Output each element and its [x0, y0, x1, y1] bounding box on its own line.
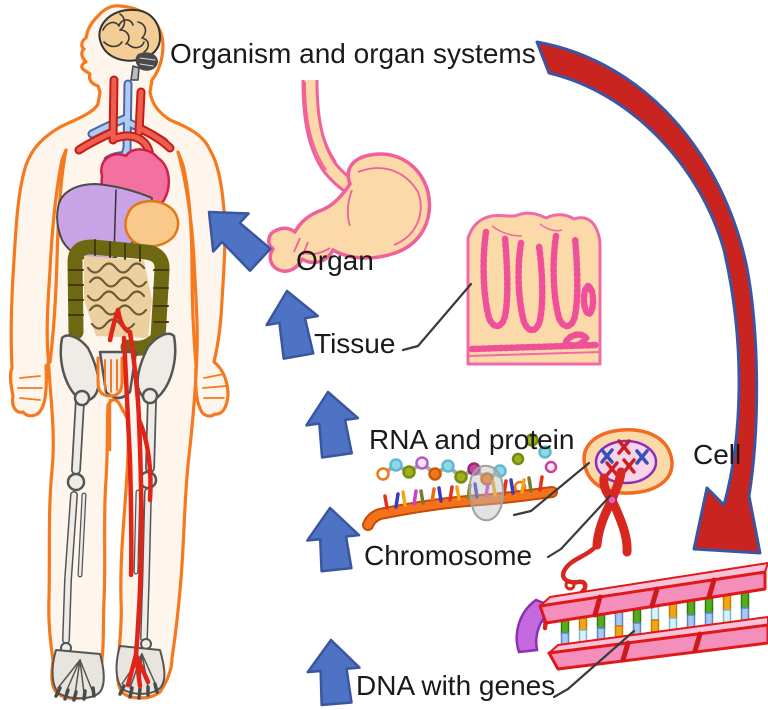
bladder-outline	[96, 356, 124, 452]
dna-illustration	[515, 562, 768, 671]
leader-line-chromosome	[546, 494, 612, 559]
leader-line-dna	[552, 629, 636, 699]
cycle-arrow	[535, 40, 762, 555]
tissue-illustration	[466, 211, 602, 366]
label-tissue: Tissue	[314, 328, 396, 359]
label-chromosome: Chromosome	[364, 540, 533, 571]
arrow-to-body	[207, 210, 272, 272]
feet-illustration	[51, 645, 166, 702]
dna-rungs	[560, 590, 750, 648]
label-dna: DNA with genes	[356, 670, 556, 701]
cell-illustration	[542, 428, 674, 631]
arrow-dna-to-chromosome	[306, 638, 361, 707]
leader-line-cell	[512, 461, 591, 517]
arrow-tissue-to-organ	[265, 289, 320, 360]
leader-lines	[401, 282, 636, 699]
ribosome	[468, 464, 505, 522]
label-organism: Organism and organ systems	[170, 38, 536, 69]
body-stomach	[124, 200, 180, 248]
brain-illustration	[98, 8, 161, 81]
leader-line-tissue	[401, 282, 473, 352]
small-intestine	[84, 256, 152, 338]
label-rna-protein: RNA and protein	[369, 424, 575, 455]
organ-stomach-illustration	[267, 79, 432, 273]
mini-chromosomes	[600, 439, 649, 477]
label-cell: Cell	[693, 439, 742, 470]
leg-arteries	[107, 307, 153, 689]
rna-protein-illustration	[362, 433, 558, 531]
up-arrows	[207, 210, 361, 707]
protein-chain	[381, 460, 502, 482]
arrow-rna-to-tissue	[305, 390, 360, 459]
label-organ: Organ	[296, 245, 374, 276]
leg-bones	[60, 387, 159, 654]
hand-lines	[17, 373, 227, 401]
centromere	[607, 495, 617, 505]
arrow-chromosome-to-rna	[306, 506, 361, 573]
human-body-illustration	[9, 4, 230, 702]
